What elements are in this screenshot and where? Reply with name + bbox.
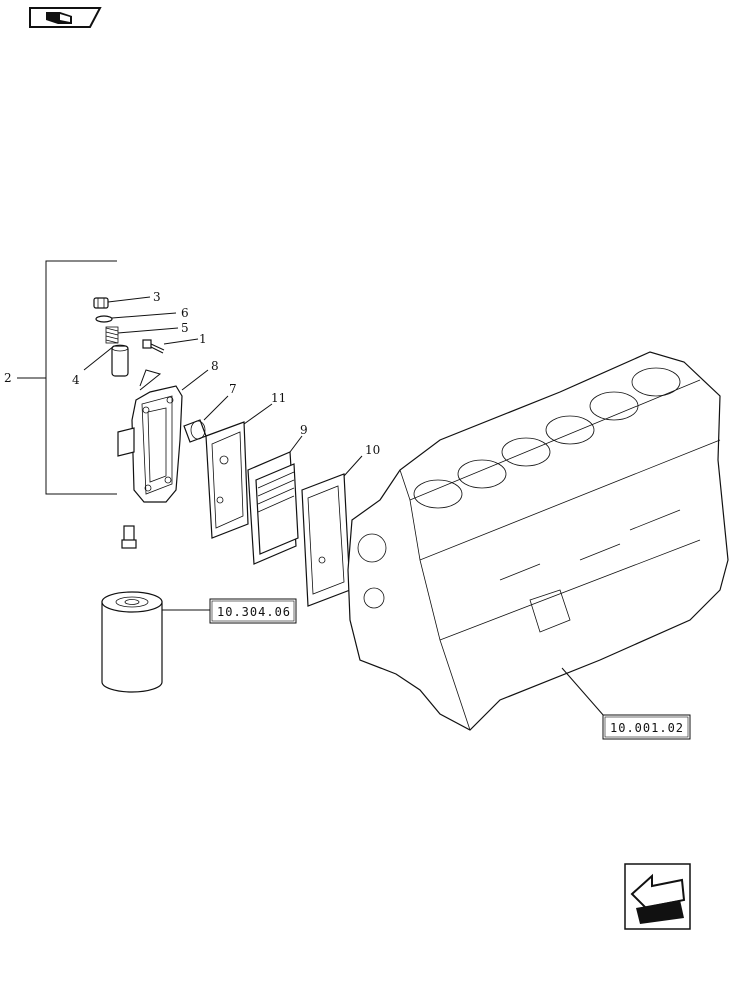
callout-9: 9 [300,423,308,437]
callout-2: 2 [4,371,12,385]
gasket-rear-part [301,473,351,607]
o-ring-part [95,315,113,323]
callout-8: 8 [211,359,219,373]
callout-11: 11 [271,391,286,405]
reference-label-filter: 10.304.06 [217,605,291,619]
top-nav-button[interactable] [29,7,102,28]
screw-part [142,339,165,354]
reference-box-filter[interactable]: 10.304.06 [209,598,297,624]
reference-label-block: 10.001.02 [610,721,684,735]
spring-part [105,326,119,344]
back-nav-button[interactable] [624,863,691,930]
engine-block [347,351,729,731]
fitting-part [121,525,137,549]
oil-cooler-part [247,451,299,565]
book-page-icon [46,12,72,24]
callout-5: 5 [181,321,189,335]
callout-6: 6 [181,306,189,320]
leader-lines [83,296,363,477]
plug-part [93,297,109,309]
back-arrow-icon [630,873,686,924]
callout-4: 4 [72,373,80,387]
oil-filter-canister [101,591,210,693]
adapter-part [183,419,207,443]
callout-7: 7 [229,382,237,396]
valve-part [111,344,129,377]
reference-box-block[interactable]: 10.001.02 [602,714,691,740]
callout-3: 3 [153,290,161,304]
callout-1: 1 [199,332,207,346]
gasket-front-part [205,421,249,539]
filter-support-housing [117,369,183,503]
callout-10: 10 [365,443,380,457]
assembly-bracket [17,260,117,495]
